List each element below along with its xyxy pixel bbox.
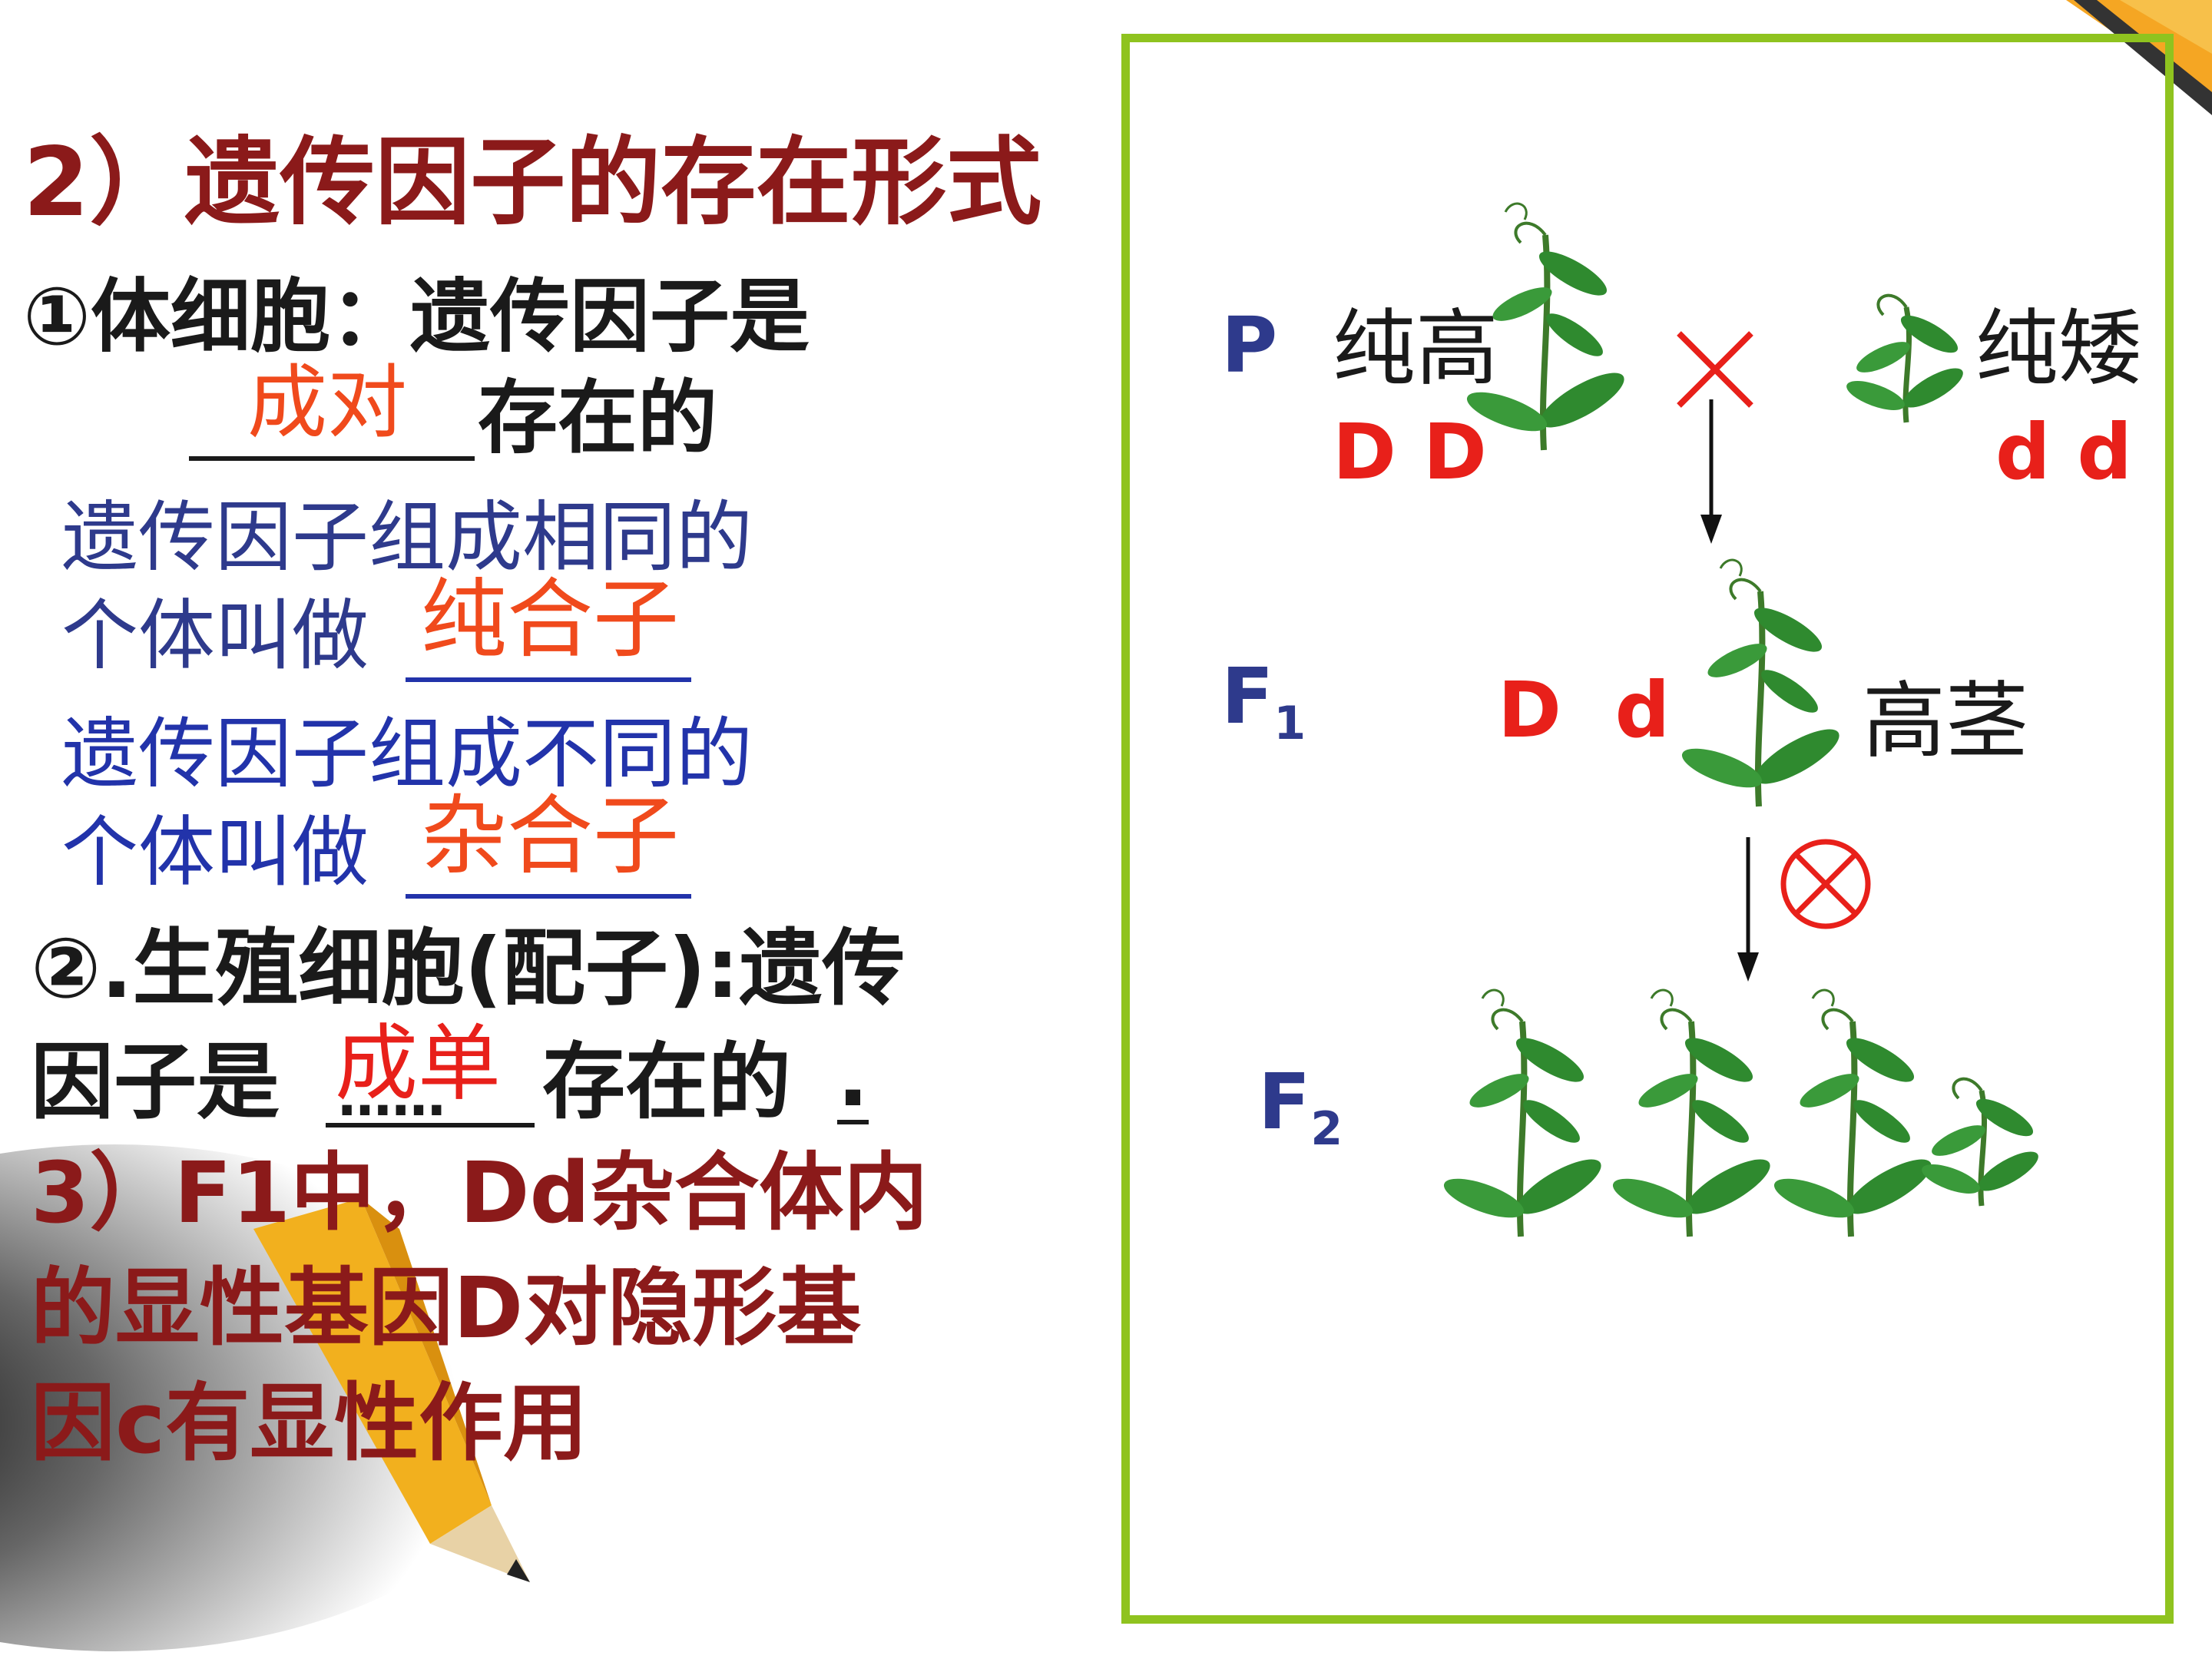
item3-line3: 因c有显性作用 — [31, 1374, 588, 1472]
heterozygote-definition-line2: 个体叫做 — [61, 807, 369, 897]
item2-line1: ②.生殖细胞(配子):遗传 — [31, 921, 906, 1017]
tall-pea-plant-icon-f2-2 — [1612, 988, 1770, 1237]
item2-dots: …… — [338, 1065, 445, 1128]
short-pea-plant-icon-p — [1846, 293, 1963, 423]
cross-symbol-icon — [1677, 331, 1753, 408]
short-pea-plant-icon-f2 — [1922, 1077, 2038, 1207]
f1-phenotype: 高茎 — [1863, 674, 2029, 770]
f2-generation-label: F2 — [1258, 1060, 1343, 1171]
tall-pea-plant-icon-f1 — [1681, 558, 1839, 807]
pure-tall-label: 纯高 — [1333, 301, 1499, 397]
tall-pea-plant-icon-f2-3 — [1773, 988, 1932, 1237]
tall-pea-plant-icon-f2-1 — [1443, 988, 1601, 1237]
pure-short-genotype: d d — [1995, 407, 2132, 497]
homozygote-definition-line1: 遗传因子组成相同的 — [61, 492, 753, 582]
diagram-frame — [1121, 34, 2174, 1624]
homozygote-definition-line2: 个体叫做 — [61, 591, 369, 680]
p-generation-label: P — [1221, 300, 1278, 390]
pure-short-label: 纯矮 — [1975, 301, 2142, 397]
item1-blank: 成对 — [189, 356, 475, 461]
heterozygote-blank: 杂合子 — [406, 786, 691, 899]
heterozygote-answer: 杂合子 — [421, 786, 679, 886]
item2-blank: 成单 …… — [326, 1017, 535, 1128]
f1-subscript: 1 — [1273, 697, 1306, 750]
item2-prefix: 因子是 — [31, 1035, 280, 1131]
item2-suffix: 存在的 — [542, 1035, 792, 1131]
item1-label: ①体细胞：遗传因子是 — [23, 270, 810, 363]
pure-tall-genotype: D D — [1333, 407, 1487, 497]
item3-line1: 3）F1中，Dd杂合体内 — [31, 1144, 929, 1242]
f1-genotype: D d — [1498, 665, 1671, 755]
arrow-down-icon-f1-to-f2 — [1737, 837, 1759, 982]
item1-suffix: 存在的 — [478, 371, 718, 465]
item3-line2: 的显性基因D对隐形基 — [31, 1259, 862, 1357]
tall-pea-plant-icon-p — [1466, 202, 1624, 451]
item1-answer: 成对 — [247, 356, 408, 449]
f1-letter: F — [1221, 651, 1274, 741]
homozygote-answer: 纯合子 — [421, 570, 679, 670]
self-cross-symbol-icon — [1780, 839, 1871, 929]
section-heading: 2）遗传因子的存在形式 — [23, 127, 1042, 238]
arrow-down-icon-p-to-f1 — [1700, 399, 1722, 544]
heterozygote-definition-line1: 遗传因子组成不同的 — [61, 709, 753, 799]
item2-answer: 成单 — [335, 1016, 502, 1112]
f1-generation-label: F1 — [1221, 654, 1306, 766]
f2-subscript: 2 — [1310, 1102, 1343, 1156]
f2-letter: F — [1258, 1057, 1311, 1147]
homozygote-blank: 纯合子 — [406, 570, 691, 682]
item2-end: . — [837, 1029, 869, 1125]
